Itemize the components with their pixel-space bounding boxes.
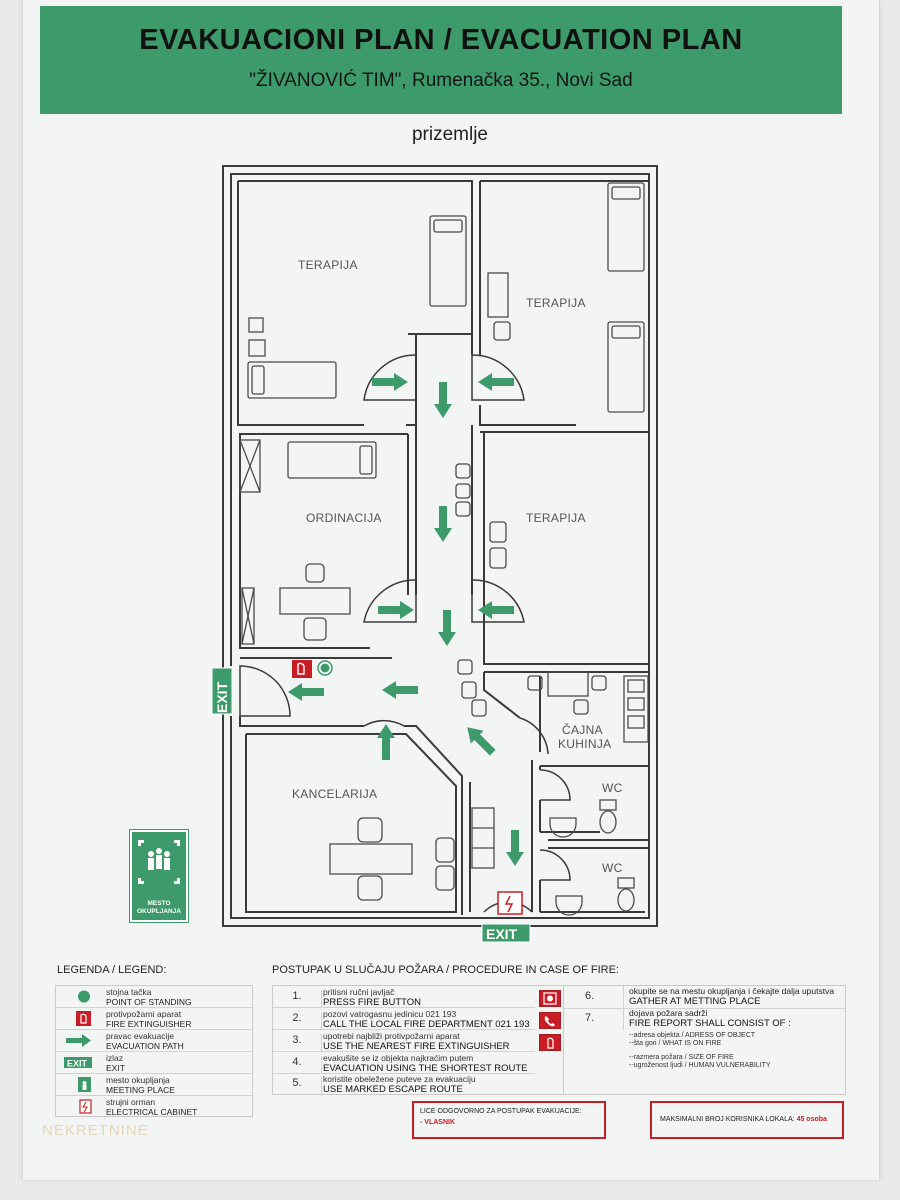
floor-plan: EXIT EXIT TERAPIJA TERAPIJA ORDINACIJA T… [211, 165, 658, 943]
electrical-cabinet-icon [79, 1099, 92, 1114]
max-users-box: MAKSIMALNI BROJ KORISNIKA LOKALA: 45 oso… [650, 1101, 844, 1139]
procedure-step-7-num: 7. [585, 1012, 595, 1024]
legend-table: stojna tačka POINT OF STANDING protivpož… [55, 985, 253, 1117]
procedure-step-7-en: FIRE REPORT SHALL CONSIST OF : [629, 1018, 791, 1029]
max-users-label: MAKSIMALNI BROJ KORISNIKA LOKALA: [660, 1116, 795, 1123]
legend-title: LEGENDA / LEGEND: [57, 964, 167, 976]
procedure-step-6-en: GATHER AT METTING PLACE [629, 996, 761, 1007]
exit-icon: EXIT [64, 1057, 92, 1069]
room-label-terapija-2: TERAPIJA [526, 296, 586, 310]
procedure-table: 1. pritisni ručni javljač PRESS FIRE BUT… [272, 985, 846, 1095]
procedure-step-6-sr: okupite se na mestu okupljanja i čekajte… [629, 986, 835, 996]
room-label-terapija-3: TERAPIJA [526, 511, 586, 525]
procedure-step-6-num: 6. [585, 990, 595, 1002]
max-users-value: 45 osoba [796, 1116, 827, 1123]
point-of-standing-icon [78, 990, 90, 1003]
svg-text:EXIT: EXIT [67, 1059, 88, 1069]
procedure-step: 4. evakušite se iz objekta najkraćim put… [273, 1052, 535, 1074]
exit-sign-bottom: EXIT [486, 926, 518, 942]
procedure-step: 2. pozovi vatrogasnu jedinicu 021 193 CA… [273, 1008, 535, 1030]
evacuation-path-icon [66, 1034, 91, 1047]
legend-item: strujni orman ELECTRICAL CABINET [56, 1096, 252, 1117]
fire-alarm-button-icon [539, 990, 561, 1007]
responsible-value: - VLASNIK [420, 1119, 455, 1126]
meeting-place-icon [78, 1077, 91, 1092]
legend-item: mesto okupljanja MEETING PLACE [56, 1074, 252, 1096]
plan-address: "ŽIVANOVIĆ TIM", Rumenačka 35., Novi Sad [249, 70, 633, 91]
meeting-place-icon [138, 840, 180, 884]
fire-report-item: --adresa objekta / ADRESS OF OBJECT [629, 1032, 756, 1039]
room-label-cajna: ČAJNA [562, 722, 603, 737]
fire-extinguisher-icon [76, 1011, 91, 1026]
watermark: NEKRETNINE [42, 1122, 149, 1139]
legend-item: stojna tačka POINT OF STANDING [56, 986, 252, 1008]
floor-label: prizemlje [411, 124, 489, 145]
room-label-kancelarija: KANCELARIJA [292, 787, 377, 801]
fire-report-item: --šta gori / WHAT IS ON FIRE [629, 1040, 722, 1047]
procedure-step: 1. pritisni ručni javljač PRESS FIRE BUT… [273, 986, 535, 1008]
procedure-step-7-sr: dojava požara sadrži [629, 1008, 708, 1018]
exit-sign-left: EXIT [214, 681, 230, 713]
fire-report-item: --ugroženost ljudi / HUMAN VULNERABILITY [629, 1062, 771, 1069]
procedure-step: 3. upotrebi najbliži protivpožarni apara… [273, 1030, 535, 1052]
legend-item: protivpožarni aparat FIRE EXTINGUISHER [56, 1008, 252, 1030]
phone-icon [539, 1012, 561, 1029]
plan-title: EVAKUACIONI PLAN / EVACUATION PLAN [139, 24, 743, 56]
plan-header: EVAKUACIONI PLAN / EVACUATION PLAN "ŽIVA… [40, 6, 842, 114]
room-label-ordinacija: ORDINACIJA [306, 511, 382, 525]
meeting-place-sign: MESTO OKUPLJANJA [129, 829, 189, 923]
room-label-wc-2: WC [602, 861, 623, 875]
fire-report-item: --razmera požara / SIZE OF FIRE [629, 1054, 734, 1061]
evacuation-plan-sheet [22, 0, 880, 1180]
legend-item: EXIT izlaz EXIT [56, 1052, 252, 1074]
procedure-title: POSTUPAK U SLUČAJU POŽARA / PROCEDURE IN… [272, 964, 619, 976]
room-label-terapija-1: TERAPIJA [298, 258, 358, 272]
responsible-person-box: LICE ODGOVORNO ZA POSTUPAK EVAKUACIJE: -… [412, 1101, 606, 1139]
fire-extinguisher-icon [539, 1034, 561, 1051]
meeting-sign-line2: OKUPLJANJA [136, 908, 182, 915]
room-label-kuhinja: KUHINJA [558, 737, 611, 751]
room-label-wc-1: WC [602, 781, 623, 795]
procedure-step: 5. koristite obeležene puteve za evakuac… [273, 1073, 535, 1095]
meeting-sign-line1: MESTO [147, 900, 171, 907]
legend-item: pravac evakuacije EVACUATION PATH [56, 1030, 252, 1052]
responsible-label: LICE ODGOVORNO ZA POSTUPAK EVAKUACIJE: [420, 1108, 582, 1115]
